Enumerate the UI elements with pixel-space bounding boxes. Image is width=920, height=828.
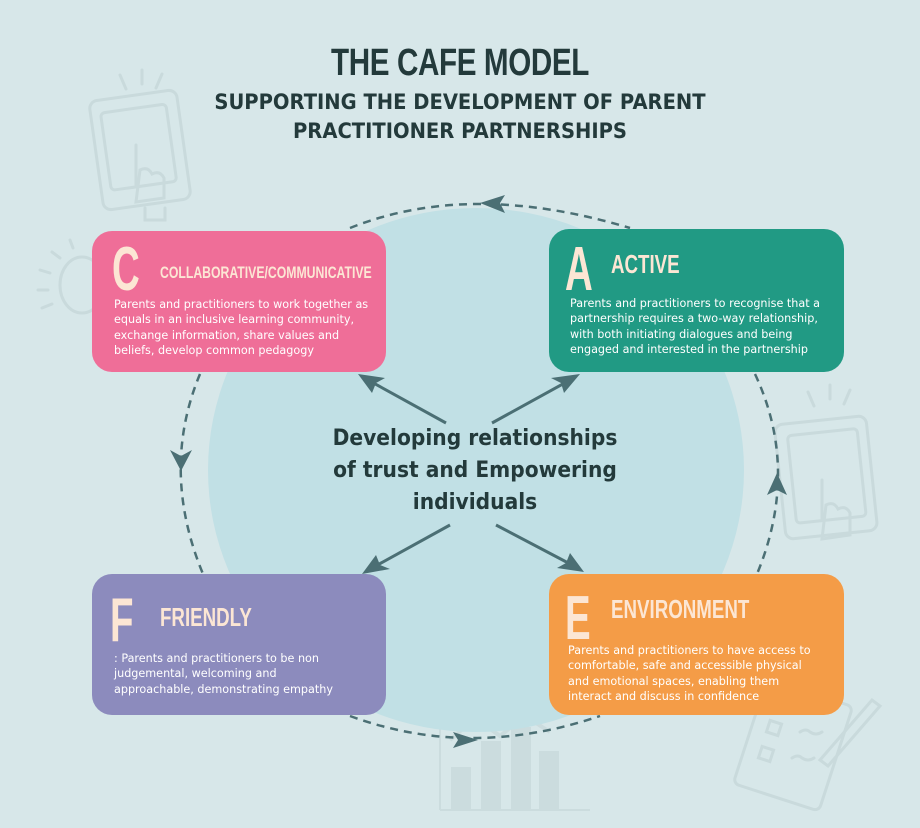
subtitle-line: SUPPORTING THE DEVELOPMENT OF PARENT [214,90,706,114]
arrow-to-e [495,523,575,568]
page-subtitle: SUPPORTING THE DEVELOPMENT OF PARENT PRA… [32,88,888,146]
card-description: Parents and practitioners to recognise t… [570,296,850,357]
card-letter: E [565,584,591,653]
card-description: Parents and practitioners to work togeth… [114,297,389,358]
cycle-path [179,202,780,740]
desc-line: and emotional spaces, enabling them [568,674,780,688]
tablet-hand-icon [88,68,192,222]
arrow-to-e-head [557,553,584,572]
center-statement: Developing relationships of trust and Em… [305,423,645,519]
desc-line: comfortable, safe and accessible physica… [568,659,802,673]
desc-line: Parents and practitioners to have access… [568,644,811,657]
card-letter: F [110,586,134,655]
card-heading: COLLABORATIVE/COMMUNICATIVE [160,263,372,282]
card-active: A ACTIVE Parents and practitioners to re… [549,229,844,372]
desc-line: with both initiating dialogues and being [570,327,793,341]
arrow-to-a [491,378,571,425]
desc-line: Parents and practitioners to recognise t… [570,297,821,310]
desc-line: judgemental, welcoming and [114,667,277,681]
desc-line: : Parents and practitioners to be non [114,652,319,665]
arrow-to-f [371,523,451,570]
center-line: of trust and Empowering [333,458,617,483]
card-heading: FRIENDLY [160,602,252,632]
card-letter: A [565,235,593,304]
cycle-arrow-right [767,473,787,495]
cycle-arrow-top [480,195,505,213]
card-description: : Parents and practitioners to be non ju… [114,651,384,697]
desc-line: partnership requires a two-way relations… [570,312,818,326]
desc-line: equals in an inclusive learning communit… [114,313,355,327]
desc-line: approachable, demonstrating empathy [114,682,333,696]
tablet-hand-icon [773,383,879,541]
arrow-to-a-head [551,374,580,393]
card-letter: C [112,235,140,304]
card-heading: ACTIVE [611,249,680,279]
desc-line: exchange information, share values and [114,328,340,342]
desc-line: interact and discuss in confidence [568,689,760,703]
checklist-pencil-icon [733,678,883,812]
arrow-to-c [367,378,447,425]
center-line: individuals [412,490,538,515]
desc-line: beliefs, develop common pedagogy [114,343,314,357]
cycle-arrow-left [170,450,192,471]
card-environment: E ENVIRONMENT Parents and practitioners … [549,574,844,715]
page-title: THE CAFE MODEL [330,42,590,84]
card-heading: ENVIRONMENT [611,594,750,624]
desc-line: Parents and practitioners to work togeth… [114,298,369,311]
arrow-to-f-head [362,555,390,574]
subtitle-line: PRACTITIONER PARTNERSHIPS [292,119,628,143]
desc-line: engaged and interested in the partnershi… [570,342,808,356]
card-friendly: F FRIENDLY : Parents and practitioners t… [92,574,386,715]
center-line: Developing relationships [332,426,618,451]
card-description: Parents and practitioners to have access… [568,643,848,704]
cycle-arrow-bottom [453,732,478,748]
arrow-to-c-head [358,374,385,393]
card-collaborative: C COLLABORATIVE/COMMUNICATIVE Parents an… [92,231,386,372]
